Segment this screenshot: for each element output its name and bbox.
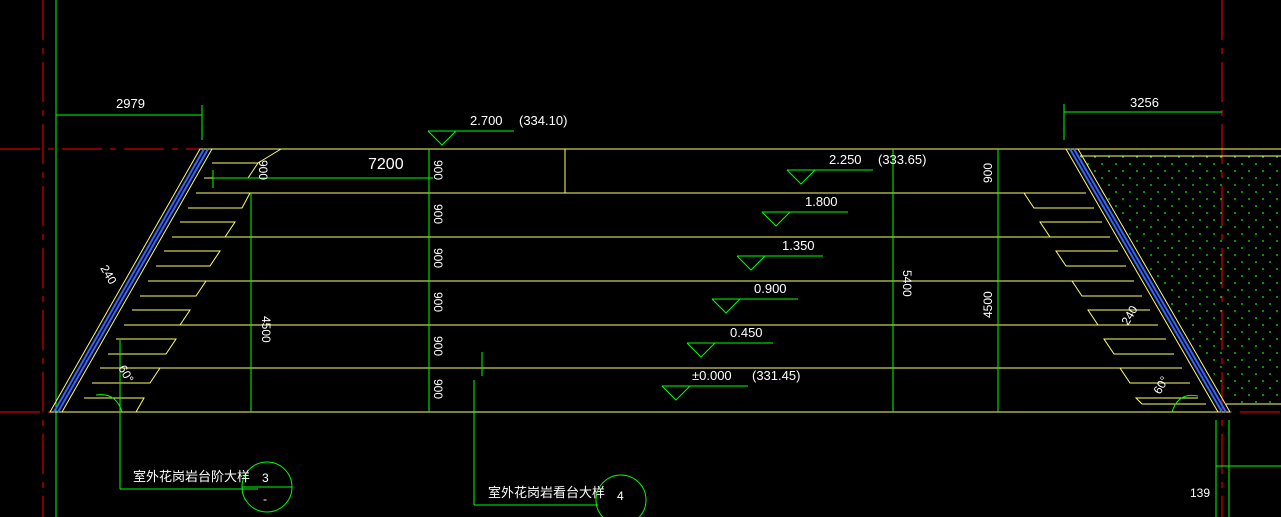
label-angle-right: 60° [1150, 374, 1171, 397]
right-steps [1023, 192, 1206, 405]
elev-absolute: (331.45) [752, 368, 800, 383]
right-wall-blue-1 [1069, 148, 1223, 413]
right-step [1071, 280, 1142, 297]
left-step [156, 250, 221, 267]
left-slope-wall [49, 148, 282, 413]
callout-title: 室外花岗岩台阶大样 [133, 469, 250, 484]
label-total-height: 5400 [900, 270, 914, 297]
right-step [1039, 221, 1110, 238]
elev-marker [761, 211, 791, 227]
left-steps [76, 148, 282, 413]
left-step [140, 280, 207, 297]
right-soil-hatch [1080, 156, 1281, 404]
elev-value: 0.450 [730, 325, 763, 340]
elev-value: 1.350 [782, 238, 815, 253]
label-riser: 900 [431, 160, 445, 180]
left-step [108, 338, 177, 355]
label-riser: 900 [431, 204, 445, 224]
label-riser: 900 [431, 292, 445, 312]
label-right-height: 4500 [981, 291, 995, 318]
left-wall-blue-1 [53, 148, 205, 413]
elev-value: ±0.000 [692, 368, 732, 383]
callout-title: 室外花岗岩看台大样 [488, 485, 605, 500]
label-left-width: 2979 [116, 96, 145, 111]
left-step [76, 397, 145, 413]
dimension-lines [56, 104, 1222, 506]
sheet-ref: 139 [1190, 486, 1210, 500]
labels: 2979 3256 7200 4500 5400 4500 900 900 90… [97, 95, 1210, 506]
angle-arc-left [95, 394, 123, 413]
right-step [1055, 250, 1126, 267]
callout-number: 3 [262, 471, 269, 485]
elev-marker [736, 255, 766, 271]
label-riser: 900 [431, 248, 445, 268]
elev-marker [661, 385, 691, 401]
left-step [188, 192, 251, 209]
callout-circle-4 [595, 474, 647, 517]
elev-marker [711, 298, 741, 314]
elev-value: 2.700 [470, 113, 503, 128]
right-step [1119, 367, 1190, 384]
label-slope-right: 240 [1118, 303, 1140, 328]
left-top-step [257, 148, 282, 164]
tier-lines [50, 148, 1281, 413]
elev-marker [427, 130, 457, 146]
right-step [1134, 397, 1206, 405]
callout-circles [241, 461, 647, 517]
label-angle-left: 60° [115, 363, 136, 386]
callout-number: 4 [617, 489, 624, 503]
label-riser: 900 [431, 336, 445, 356]
elevation-markers [427, 130, 873, 401]
right-slope-wall [1023, 148, 1281, 413]
right-wall-blue-2 [1073, 148, 1227, 413]
label-slope-left: 240 [97, 263, 119, 288]
green-guides [55, 0, 1281, 517]
label-riser-top-left: 900 [256, 160, 270, 180]
label-span: 7200 [368, 156, 404, 173]
elev-absolute: (333.65) [878, 152, 926, 167]
callout-sheet: - [263, 492, 267, 506]
left-wall-blue-2 [57, 148, 209, 413]
label-left-height: 4500 [259, 316, 273, 343]
elev-value: 2.250 [829, 152, 862, 167]
right-step [1103, 338, 1174, 355]
left-step [124, 309, 191, 326]
left-step [172, 221, 236, 238]
left-step [204, 162, 259, 179]
elev-absolute: (334.10) [519, 113, 567, 128]
elev-marker [686, 342, 716, 358]
label-riser: 900 [431, 379, 445, 399]
elev-value: 0.900 [754, 281, 787, 296]
elev-value: 1.800 [805, 194, 838, 209]
right-step [1087, 309, 1158, 326]
label-right-width: 3256 [1130, 95, 1159, 110]
elev-marker [786, 169, 816, 185]
label-riser-top-right: 900 [981, 163, 995, 183]
right-step [1023, 192, 1094, 209]
left-step [92, 367, 161, 384]
angle-arc-right [1171, 394, 1199, 413]
